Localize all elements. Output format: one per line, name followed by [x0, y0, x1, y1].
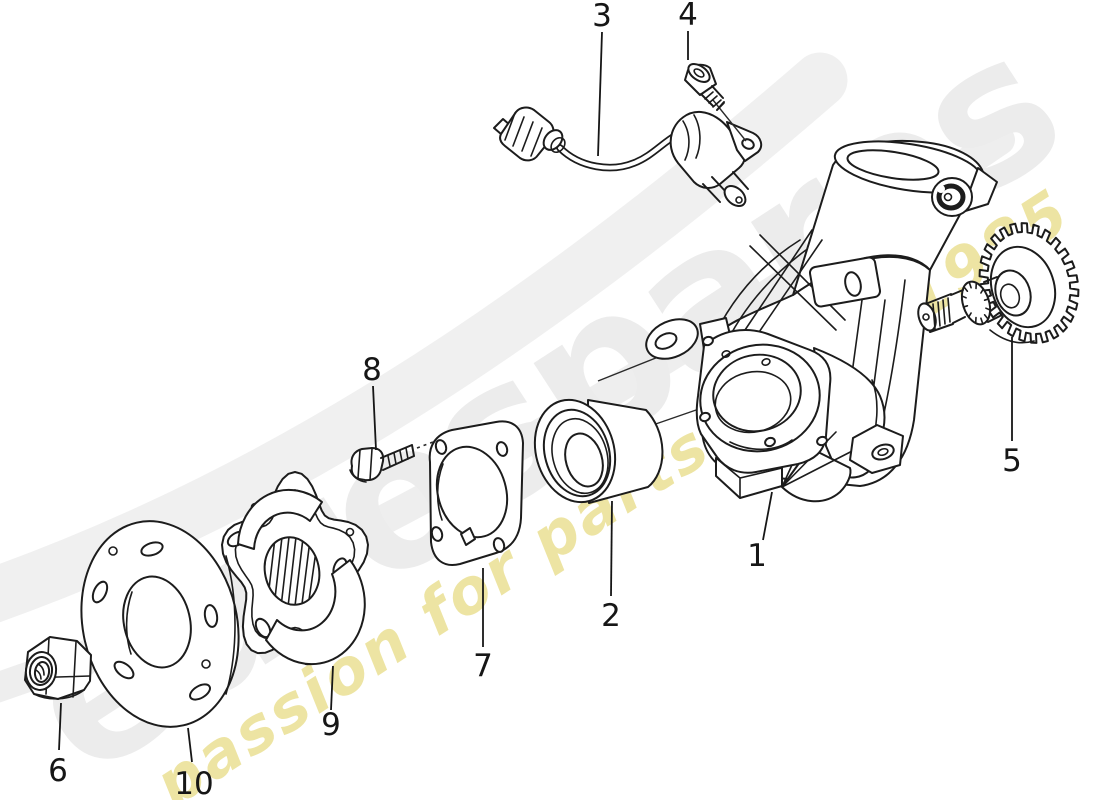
part-number-labels: 1 2 3 4 5 6 7 8 9 10 — [48, 0, 1022, 800]
leader-lines — [58, 31, 1013, 763]
leader-line-8 — [372, 385, 377, 451]
part-7-retaining-flange — [428, 420, 524, 566]
part-label-5: 5 — [1002, 443, 1022, 479]
leader-line-3 — [597, 31, 603, 157]
part-2-wheel-bearing — [533, 398, 664, 504]
leader-line-2 — [610, 500, 613, 597]
part-label-4: 4 — [678, 0, 698, 33]
part-5-stub-axle-tone-wheel — [917, 222, 1080, 344]
part-3-speed-sensor — [493, 106, 763, 207]
leader-line-1 — [762, 491, 773, 541]
part-label-9: 9 — [321, 707, 341, 743]
part-9-wheel-hub — [221, 471, 369, 666]
part-6-lock-nut — [24, 636, 92, 700]
watermark-swoosh-icon — [0, 52, 848, 623]
leader-line-10 — [187, 727, 193, 763]
bolt8-insert-line — [416, 441, 434, 449]
part-4-sensor-bolt — [684, 63, 747, 142]
part-label-6: 6 — [48, 753, 68, 789]
part-label-10: 10 — [174, 766, 213, 800]
part-label-3: 3 — [592, 0, 612, 34]
part-label-2: 2 — [601, 598, 621, 634]
part-label-7: 7 — [473, 648, 493, 684]
leader-line-9 — [330, 665, 334, 711]
leader-line-6 — [58, 702, 62, 751]
part-label-8: 8 — [362, 352, 382, 388]
part-8-flange-bolt — [349, 441, 434, 483]
part-10-protection-plate — [80, 520, 240, 728]
part-label-1: 1 — [747, 538, 767, 574]
part-1-wheel-carrier — [645, 140, 998, 503]
